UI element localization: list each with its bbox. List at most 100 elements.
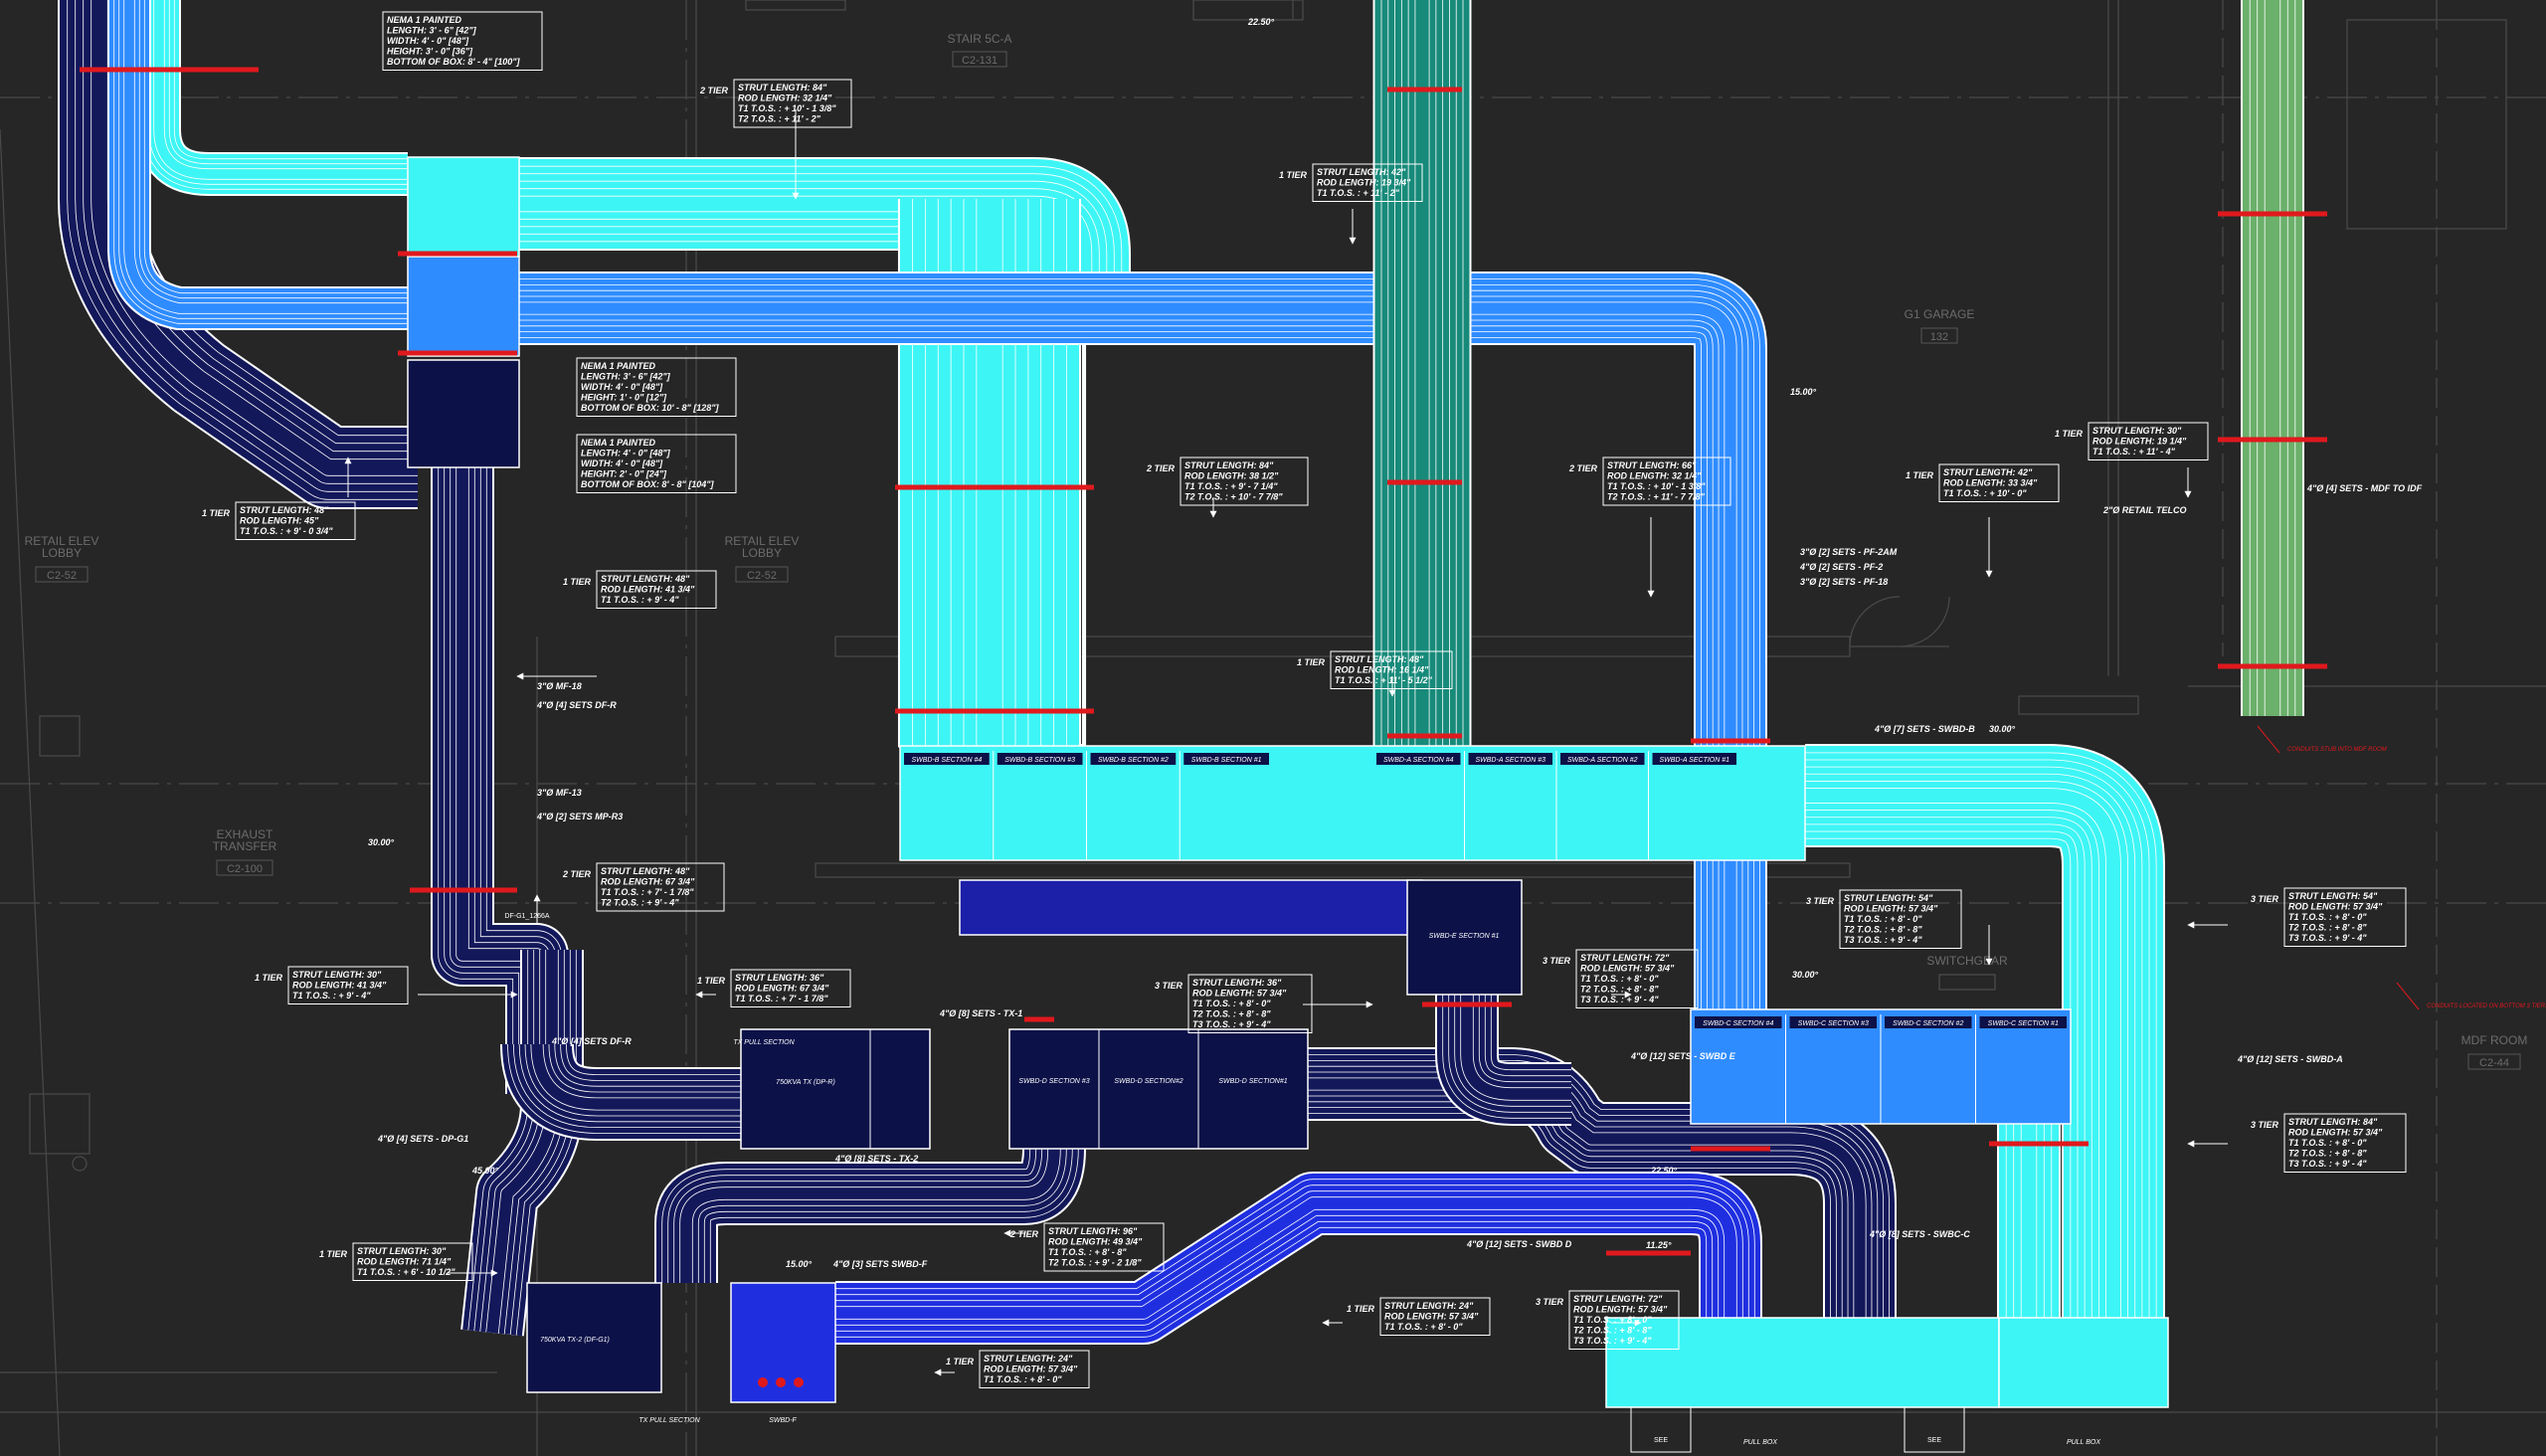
room-label-mdf: MDF ROOM C2-44 — [2461, 1033, 2527, 1070]
svg-text:4"Ø [8] SETS - TX-2: 4"Ø [8] SETS - TX-2 — [834, 1154, 918, 1164]
svg-text:STRUT LENGTH: 54"ROD LENGTH: 5: STRUT LENGTH: 54"ROD LENGTH: 57 3/4"T1 T… — [2288, 891, 2383, 943]
conduit-label-c1: 3"Ø [2] SETS - PF-2AM — [1800, 547, 1898, 557]
strut-marks — [80, 67, 2327, 1256]
strut-callout-s18: STRUT LENGTH: 96"ROD LENGTH: 49 3/4"T1 T… — [1003, 1222, 1165, 1272]
transformer-tx2 — [526, 1282, 662, 1393]
tier-label-s17: 3 TIER — [2251, 1120, 2279, 1130]
svg-text:STRUT LENGTH: 48"ROD LENGTH: 4: STRUT LENGTH: 48"ROD LENGTH: 45"T1 T.O.S… — [240, 505, 333, 536]
room-label-stair: STAIR 5C-A C2-131 — [947, 32, 1012, 68]
equipment: SWBD-B SECTION #4 SWBD-B SECTION #3 SWBD-B… — [407, 156, 2169, 1453]
svg-text:STRUT LENGTH: 30"ROD LENGTH: 1: STRUT LENGTH: 30"ROD LENGTH: 19 1/4"T1 T… — [2092, 426, 2187, 456]
strut-callout-s3: STRUT LENGTH: 48"ROD LENGTH: 45"T1 T.O.S… — [202, 456, 356, 540]
conduit-label-c12: 4"Ø [8] SETS - TX-1 — [939, 1008, 1022, 1018]
swbd-a-labels-text-0: SWBD-A SECTION #4 — [1383, 757, 1454, 764]
swbd-a-labels-text-2: SWBD-A SECTION #2 — [1567, 757, 1638, 764]
svg-text:4"Ø [12] SETS - SWBD D: 4"Ø [12] SETS - SWBD D — [1466, 1239, 1572, 1249]
tier-label-s5: 2 TIER — [1146, 463, 1176, 473]
tier-label-s8: 1 TIER — [2055, 429, 2084, 439]
tx1-label: 750KVA TX (DP-R) — [776, 1079, 835, 1086]
svg-text:STRUT LENGTH: 96"ROD LENGTH: 4: STRUT LENGTH: 96"ROD LENGTH: 49 3/4"T1 T… — [1048, 1226, 1143, 1268]
conduit-label-c14: 4"Ø [8] SETS - TX-2 — [834, 1154, 918, 1164]
svg-text:4"Ø [8] SETS - TX-1: 4"Ø [8] SETS - TX-1 — [939, 1008, 1022, 1018]
junction-box-nema-2 — [407, 256, 520, 357]
svg-text:STRUT LENGTH: 54"ROD LENGTH: 5: STRUT LENGTH: 54"ROD LENGTH: 57 3/4"T1 T… — [1844, 893, 1938, 945]
angle-label-7: 11.25° — [1646, 1240, 1672, 1250]
tx-pull-section-bottom: TX PULL SECTION — [638, 1417, 700, 1424]
swbd-c-labels-tag-2 — [1885, 1016, 1972, 1028]
tier-label-s12: 1 TIER — [697, 976, 726, 986]
conduit-label-c8: 3"Ø MF-13 — [537, 788, 582, 798]
tier-label-s16: 3 TIER — [1543, 956, 1571, 966]
tag-01: DF-G1_1266A — [504, 913, 549, 920]
svg-text:4"Ø [2] SETS - PF-2: 4"Ø [2] SETS - PF-2 — [1799, 562, 1883, 572]
tray-deep-blue-f — [835, 1172, 1762, 1345]
svg-text:C2-131: C2-131 — [962, 55, 998, 67]
swbd-f-label: SWBD-F — [769, 1417, 797, 1424]
tier-label-s22: 3 TIER — [1536, 1297, 1564, 1307]
tier-label-s7: 1 TIER — [1906, 470, 1934, 480]
svg-text:4"Ø [3] SETS SWBD-F: 4"Ø [3] SETS SWBD-F — [832, 1259, 928, 1269]
junction-box-nema-3 — [407, 359, 520, 468]
svg-text:3"Ø [2] SETS - PF-2AM: 3"Ø [2] SETS - PF-2AM — [1800, 547, 1898, 557]
tx2-label: 750KVA TX-2 (DF-G1) — [540, 1337, 610, 1344]
note-n1: CONDUITS STUB INTO MDF ROOM — [2287, 747, 2387, 753]
swbd-b-labels-tag-1 — [997, 753, 1083, 765]
swbd-c-labels-text-0: SWBD-C SECTION #4 — [1703, 1020, 1773, 1027]
swbd-d-text-1: SWBD-D SECTION#2 — [1114, 1078, 1182, 1085]
pull-box-2 — [1998, 1317, 2169, 1408]
conduit-label-c4: 4"Ø [4] SETS - MDF TO IDF — [2306, 483, 2423, 493]
strut-callout-s13: STRUT LENGTH: 36"ROD LENGTH: 57 3/4"T1 T… — [1155, 974, 1373, 1033]
room-label-garage: G1 GARAGE 132 — [1905, 307, 1975, 344]
swbd-c-labels-tag-3 — [1979, 1016, 2067, 1028]
conduit-label-c3: 3"Ø [2] SETS - PF-18 — [1800, 577, 1888, 587]
tx-pull-section-top: TX PULL SECTION — [733, 1039, 795, 1046]
svg-text:C2-100: C2-100 — [227, 863, 263, 875]
conduit-label-c7: 4"Ø [4] SETS DF-R — [536, 700, 617, 710]
tier-label-s3: 1 TIER — [202, 508, 231, 518]
svg-text:STRUT LENGTH: 30"ROD LENGTH: 7: STRUT LENGTH: 30"ROD LENGTH: 71 1/4"T1 T… — [357, 1246, 455, 1277]
pull-box-1 — [1605, 1317, 2000, 1408]
pull-box-2-label: PULL BOX — [2067, 1439, 2100, 1446]
angle-label-4: 30.00° — [368, 837, 395, 847]
svg-text:G1 GARAGE: G1 GARAGE — [1905, 307, 1975, 321]
svg-text:132: 132 — [1930, 331, 1948, 343]
tier-label-s2: 1 TIER — [1279, 170, 1308, 180]
strut-callout-s15: STRUT LENGTH: 54"ROD LENGTH: 57 3/4"T1 T… — [2187, 887, 2407, 947]
angle-label-1: 15.00° — [1790, 387, 1817, 397]
swbd-c-labels-text-2: SWBD-C SECTION #2 — [1893, 1020, 1963, 1027]
swbd-a-labels-tag-2 — [1560, 753, 1645, 765]
svg-text:STRUT LENGTH: 24"ROD LENGTH: 5: STRUT LENGTH: 24"ROD LENGTH: 57 3/4"T1 T… — [984, 1354, 1078, 1384]
strut-callout-s20: STRUT LENGTH: 24"ROD LENGTH: 57 3/4"T1 T… — [1322, 1297, 1491, 1336]
swbd-b-labels-tag-3 — [1183, 753, 1269, 765]
conduit-label-c16: 4"Ø [12] SETS - SWBD-A — [2237, 1054, 2343, 1064]
strut-callout-s5: STRUT LENGTH: 84"ROD LENGTH: 38 1/2"T1 T… — [1146, 456, 1309, 518]
swbd-b-labels-text-1: SWBD-B SECTION #3 — [1004, 757, 1075, 764]
conduit-label-c5: 2"Ø RETAIL TELCO — [2102, 505, 2186, 515]
svg-text:STRUT LENGTH: 72"ROD LENGTH: 5: STRUT LENGTH: 72"ROD LENGTH: 57 3/4"T1 T… — [1573, 1294, 1668, 1346]
swbd-b-labels-text-3: SWBD-B SECTION #1 — [1191, 757, 1262, 764]
svg-text:STRUT LENGTH: 48"ROD LENGTH: 4: STRUT LENGTH: 48"ROD LENGTH: 41 3/4"T1 T… — [601, 574, 695, 605]
tier-label-s19: 1 TIER — [319, 1249, 348, 1259]
svg-text:2"Ø RETAIL TELCO: 2"Ø RETAIL TELCO — [2102, 505, 2186, 515]
svg-text:STRUT LENGTH: 42"ROD LENGTH: 3: STRUT LENGTH: 42"ROD LENGTH: 33 3/4"T1 T… — [1943, 467, 2038, 498]
tray-blue-main — [519, 272, 1767, 1009]
strut-callout-s2: STRUT LENGTH: 42"ROD LENGTH: 19 3/4"T1 T… — [1279, 163, 1423, 245]
switchboard-b-a-lineup — [899, 745, 1806, 861]
svg-text:3"Ø [2] SETS - PF-18: 3"Ø [2] SETS - PF-18 — [1800, 577, 1888, 587]
svg-text:C2-44: C2-44 — [2479, 1057, 2509, 1069]
swbd-b-labels-text-0: SWBD-B SECTION #4 — [911, 757, 982, 764]
tray-navy-left-bend — [460, 950, 584, 1337]
swbd-c-labels-tag-0 — [1695, 1016, 1782, 1028]
cable-trays — [58, 0, 2304, 1345]
angle-label-6: 22.50° — [1650, 1166, 1678, 1176]
svg-text:4"Ø [2] SETS MP-R3: 4"Ø [2] SETS MP-R3 — [536, 812, 623, 821]
tier-label-s1: 2 TIER — [699, 86, 729, 95]
conduit-label-c6: 3"Ø MF-18 — [537, 681, 582, 691]
